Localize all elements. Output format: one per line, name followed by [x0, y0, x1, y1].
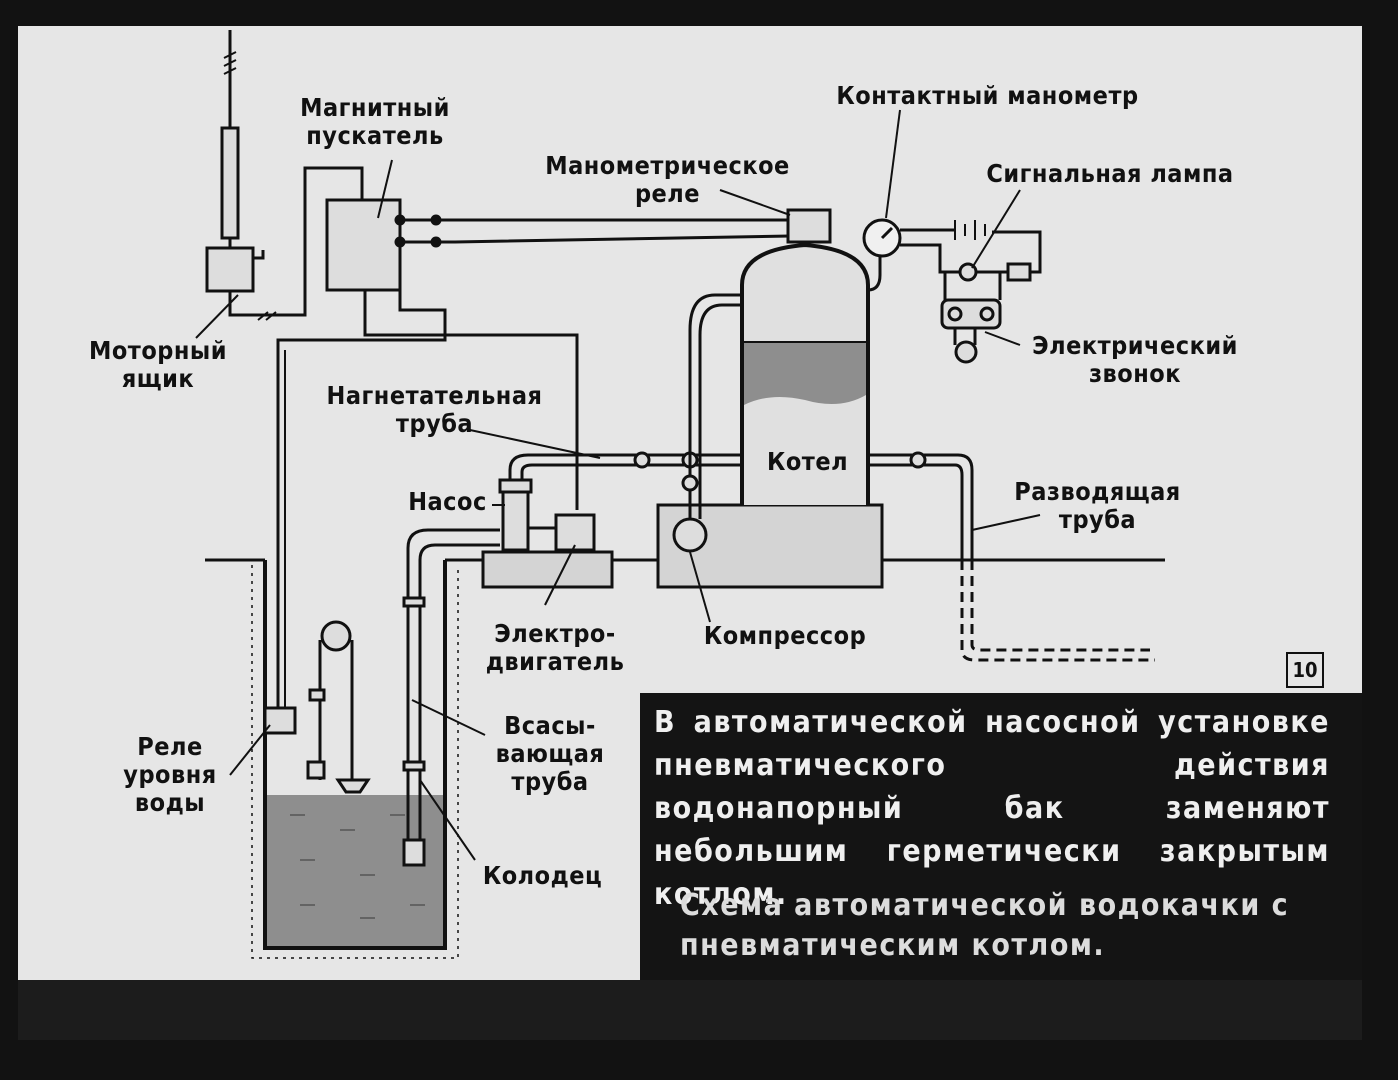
label-boiler: Котел [766, 447, 849, 476]
label-well: Колодец [482, 861, 603, 890]
caption-main-text: В автоматической насосной установке пнев… [654, 705, 1330, 912]
suction-pipe [406, 528, 500, 840]
well-shaft [263, 560, 447, 950]
compressor [672, 517, 708, 553]
fuse [220, 126, 240, 240]
label-signal-lamp: Сигнальная лампа [986, 159, 1234, 188]
caption-subtitle: Схема автоматической водокачки с пневмат… [680, 888, 1290, 963]
level-relay-box [263, 706, 297, 735]
electric-motor [554, 513, 596, 552]
boiler-water [744, 342, 866, 405]
pump [501, 488, 530, 552]
label-compressor: Компрессор [703, 621, 867, 650]
label-pump: Насос [408, 487, 487, 516]
bottom-band [18, 980, 1362, 1040]
motor-box [205, 246, 255, 293]
electric-bell [940, 298, 1002, 330]
page-number: 10 [1286, 652, 1324, 688]
label-contact-gauge: Контактный манометр [836, 81, 1139, 110]
distribution-pipe [868, 453, 974, 560]
magnetic-starter [325, 198, 402, 292]
float [335, 778, 371, 794]
discharge-pipe [508, 453, 745, 480]
well-water [267, 795, 443, 946]
pump-base [481, 550, 614, 589]
pressure-relay [786, 208, 832, 244]
foot-valve [402, 838, 426, 867]
label-electric-motor: Электро-двигатель [485, 619, 625, 676]
caption-box: В автоматической насосной установке пнев… [640, 693, 1362, 980]
